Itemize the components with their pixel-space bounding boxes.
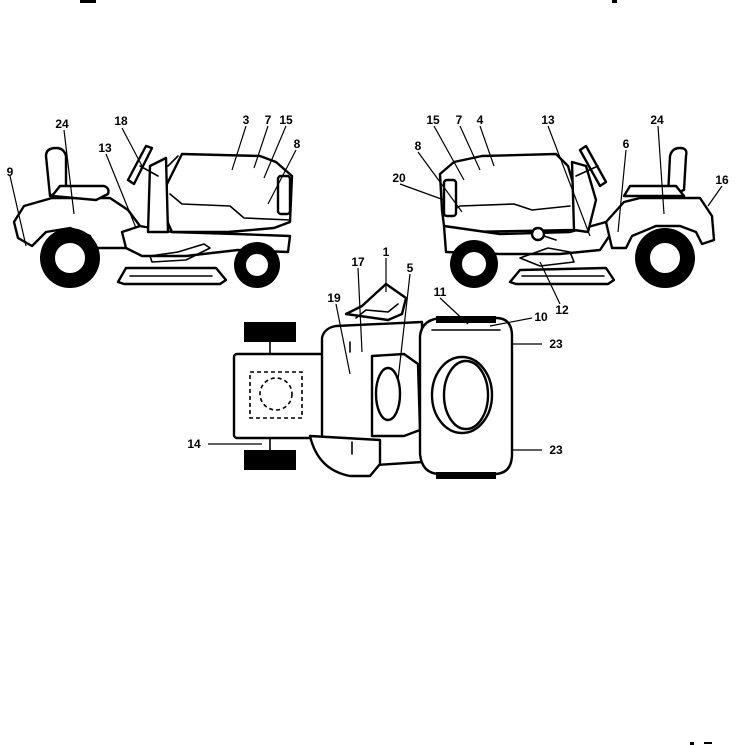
top-rear-tire-upper <box>436 316 496 323</box>
top-front-tire-lower <box>244 450 296 470</box>
scan-marks <box>80 0 712 745</box>
left-steering-wheel <box>126 144 154 186</box>
left-seat-back <box>44 146 68 198</box>
top-rear-fender-lower <box>308 434 382 478</box>
callout-labels: 9 24 18 13 3 7 15 8 15 7 4 13 24 8 20 6 … <box>7 113 729 457</box>
top-fuel-cap <box>374 366 402 422</box>
callout-left-18: 18 <box>114 114 128 128</box>
tractor-right-side-view <box>438 144 716 288</box>
right-grille-decal <box>442 178 458 218</box>
right-dash-console <box>570 160 598 234</box>
callout-right-13: 13 <box>541 113 555 127</box>
callout-top-23-lower: 23 <box>549 443 563 457</box>
callout-right-7: 7 <box>456 113 463 127</box>
callout-right-16: 16 <box>715 173 729 187</box>
callout-top-19: 19 <box>327 291 341 305</box>
right-seat-bottom <box>622 184 686 198</box>
callout-right-6: 6 <box>623 137 630 151</box>
callout-right-15: 15 <box>426 113 440 127</box>
callout-top-11: 11 <box>434 285 447 299</box>
tractor-top-view <box>232 282 514 479</box>
right-seat-back <box>666 146 688 198</box>
callout-leaders <box>9 125 723 451</box>
right-rear-fender <box>604 196 716 250</box>
left-dash-console <box>146 156 170 234</box>
top-front-tire-upper <box>244 322 296 342</box>
callout-left-3: 3 <box>243 113 250 127</box>
callout-right-20: 20 <box>392 171 406 185</box>
top-rear-tire-lower <box>436 472 496 479</box>
right-lift-lever-knob <box>530 226 546 242</box>
right-steering-wheel <box>578 144 608 188</box>
callout-right-4: 4 <box>477 113 484 127</box>
callout-left-13: 13 <box>98 141 112 155</box>
tractor-left-side-view <box>12 144 294 288</box>
top-steering-decal <box>344 282 408 322</box>
callout-top-14: 14 <box>187 437 201 451</box>
right-hood <box>438 152 580 234</box>
left-hood <box>162 152 294 234</box>
callout-top-1: 1 <box>383 245 390 259</box>
callout-right-8: 8 <box>415 139 422 153</box>
callout-left-9: 9 <box>7 165 14 179</box>
callout-top-10: 10 <box>534 310 548 324</box>
callout-top-5: 5 <box>407 261 414 275</box>
callout-top-17: 17 <box>351 255 365 269</box>
callout-top-23-upper: 23 <box>549 337 563 351</box>
callout-left-8: 8 <box>294 137 301 151</box>
left-seat-bottom <box>50 184 110 202</box>
callout-left-24: 24 <box>55 117 69 131</box>
left-grille-decal <box>276 174 292 216</box>
callout-left-7: 7 <box>265 113 272 127</box>
callout-left-15: 15 <box>279 113 293 127</box>
callout-right-12: 12 <box>555 303 569 317</box>
callout-right-24: 24 <box>650 113 664 127</box>
